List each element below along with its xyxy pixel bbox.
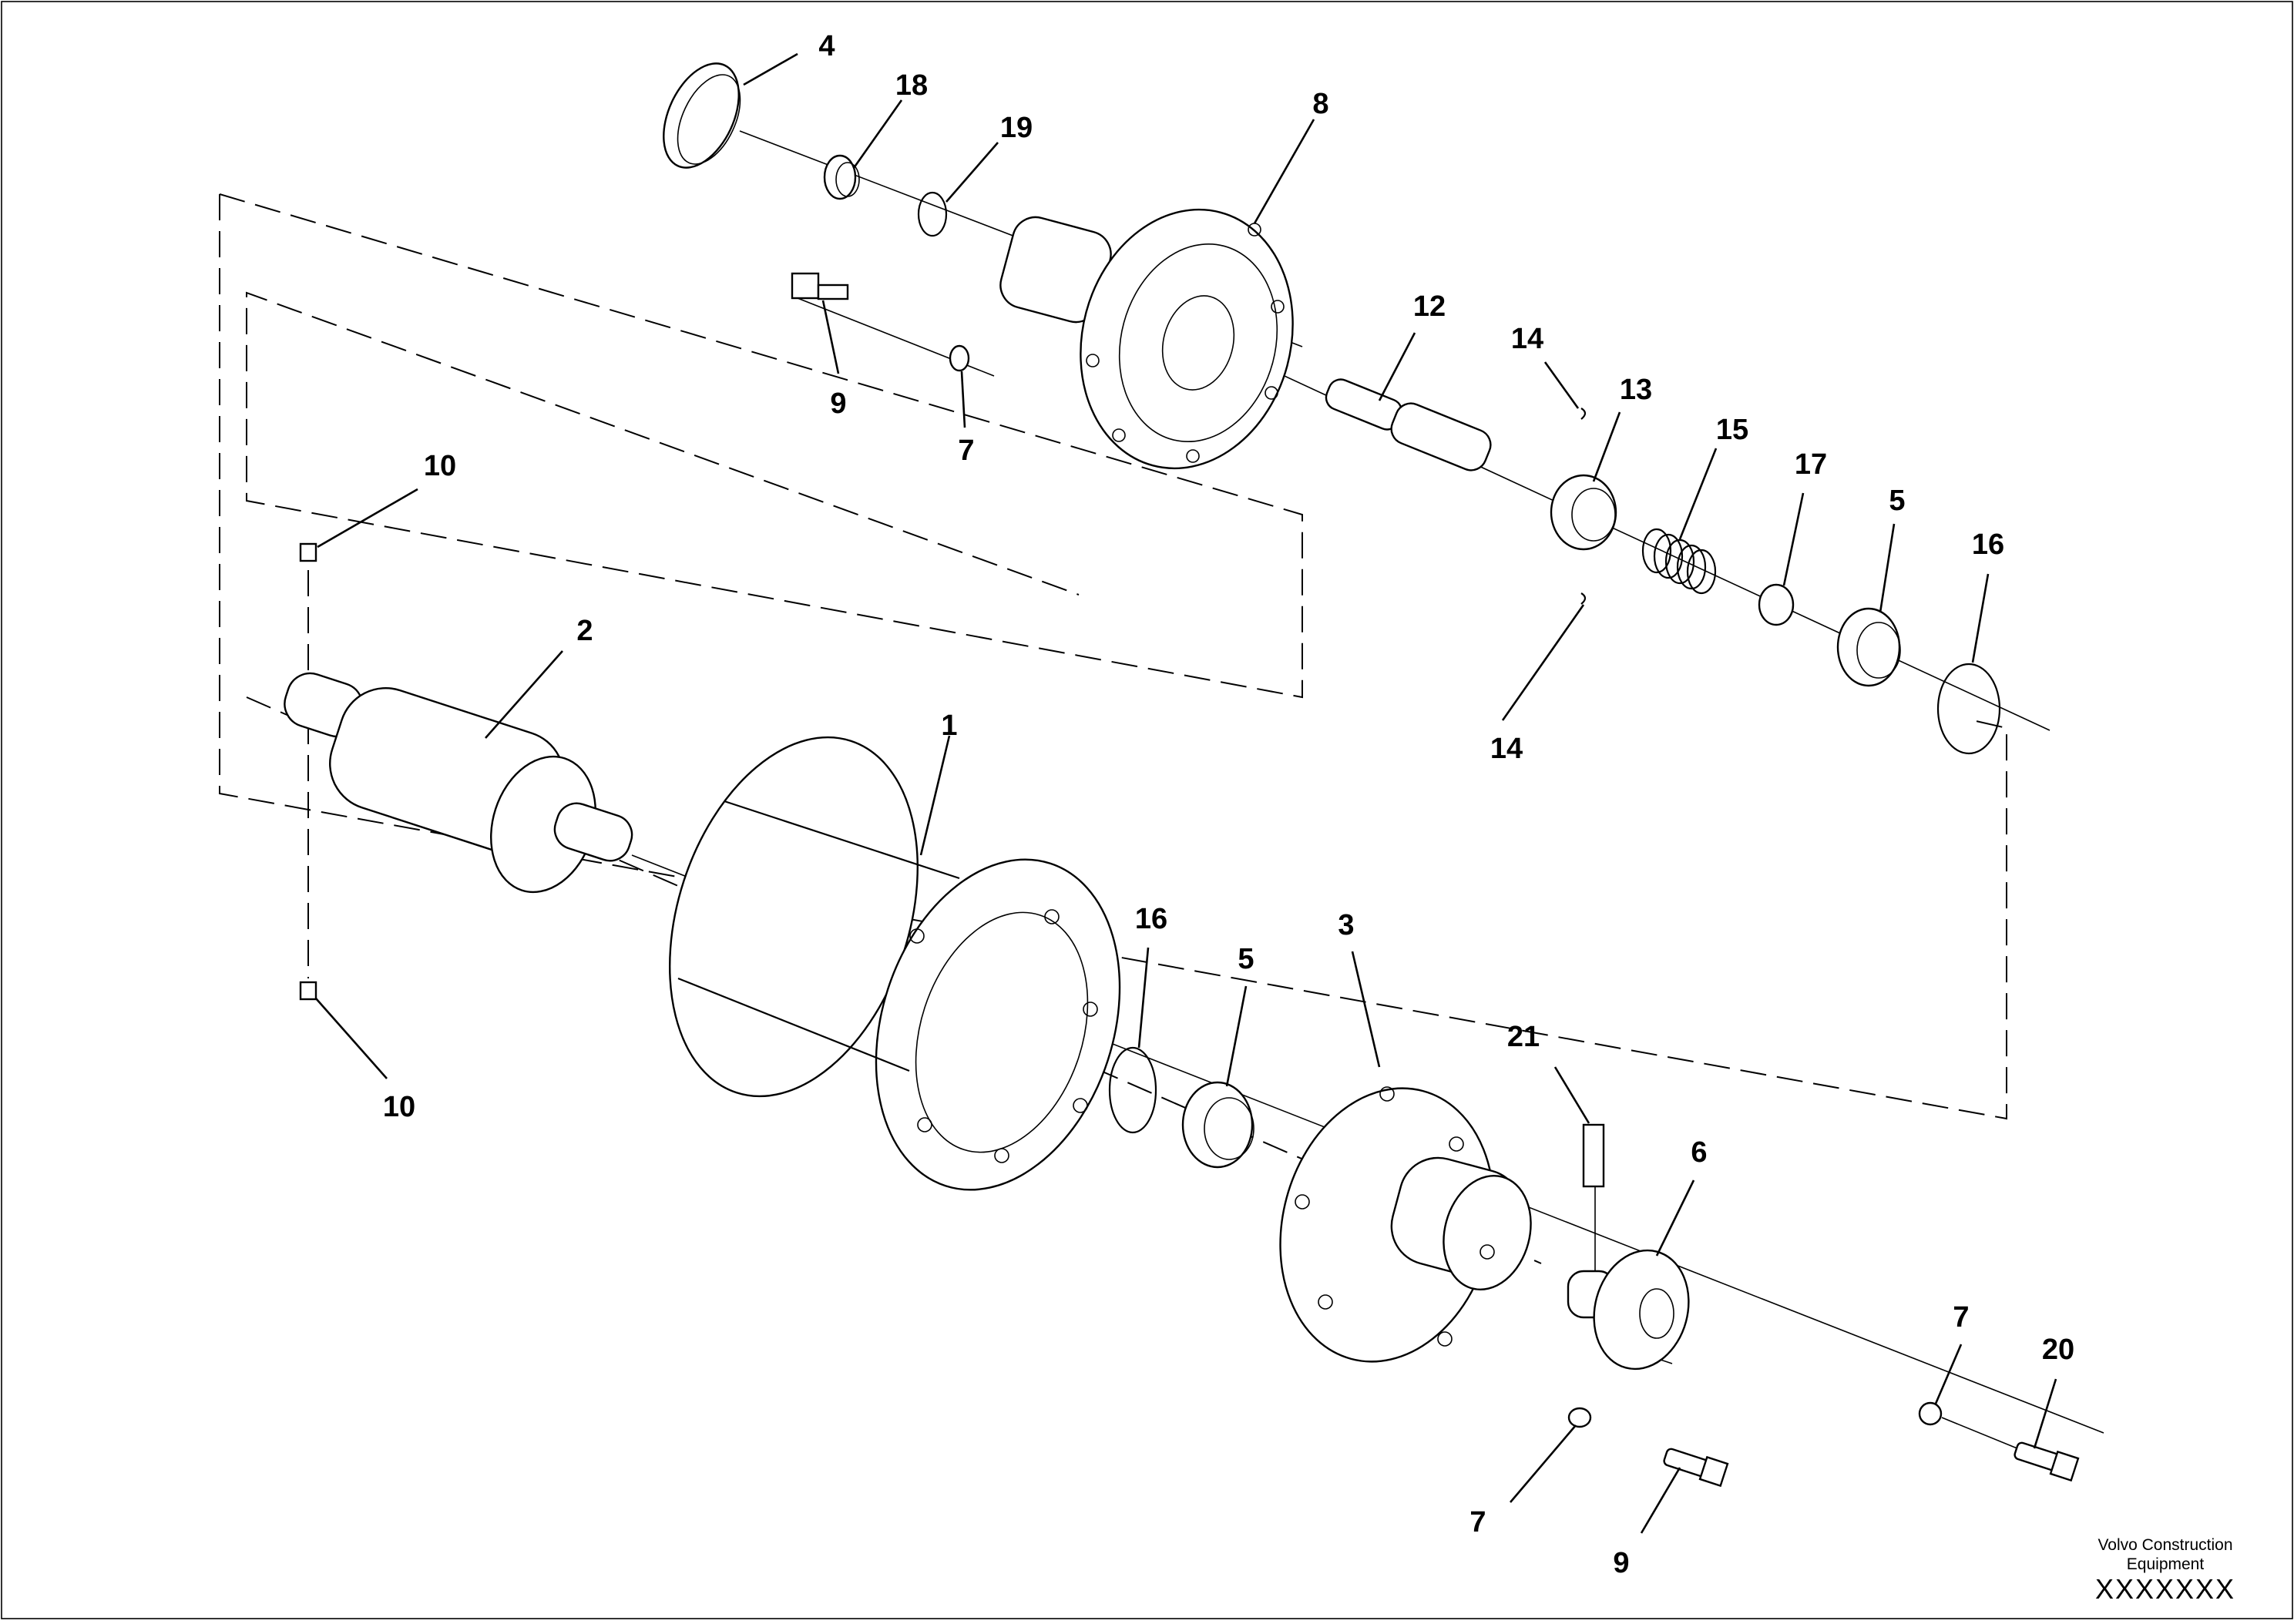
callout-6: 6 <box>1691 1136 1708 1169</box>
callout-10-upper: 10 <box>423 450 457 482</box>
part-21-pin <box>1582 1123 1605 1188</box>
callout-7-right: 7 <box>1953 1301 1970 1334</box>
part-9-bolt-upper <box>791 272 849 300</box>
callout-9-lower: 9 <box>1613 1547 1630 1579</box>
callout-19: 19 <box>999 112 1033 144</box>
callout-12: 12 <box>1412 290 1446 323</box>
part-4-cap <box>663 62 741 169</box>
part-16-circlip-upper <box>1936 663 2001 755</box>
callout-1: 1 <box>941 710 958 742</box>
callout-9-upper: 9 <box>830 388 847 420</box>
callout-8: 8 <box>1312 88 1329 120</box>
assembly-outline-inner <box>219 193 1303 699</box>
part-3-hub <box>1279 1086 1532 1363</box>
leader-lines <box>315 52 2057 1534</box>
callout-7-lower: 7 <box>1469 1506 1486 1538</box>
callout-14-lower: 14 <box>1490 733 1523 765</box>
part-10-pin-upper <box>299 542 317 562</box>
callout-16-upper: 16 <box>1971 528 2005 561</box>
callout-3: 3 <box>1338 909 1355 941</box>
part-9-bolt-lower <box>1663 1448 1729 1488</box>
part-18-bushing <box>823 154 860 200</box>
drawing-code: XXXXXXX <box>2094 1573 2236 1605</box>
part-17-washer <box>1758 583 1795 626</box>
part-8-housing <box>999 208 1294 470</box>
brand-name: Volvo Construction Equipment <box>2098 1536 2233 1574</box>
part-14-key-lower <box>1580 592 1587 605</box>
part-6-flange <box>1567 1249 1690 1371</box>
callout-18: 18 <box>895 69 929 102</box>
callout-2: 2 <box>576 615 593 647</box>
part-14-key-upper <box>1580 408 1587 420</box>
callout-7-upper: 7 <box>958 435 975 467</box>
callout-13: 13 <box>1619 374 1653 406</box>
callout-5-lower: 5 <box>1238 943 1254 975</box>
part-15-spring <box>1641 528 1717 595</box>
part-7-washer-lower-right <box>1918 1401 1943 1426</box>
assembly-outline-upper <box>219 194 2007 1120</box>
callout-4: 4 <box>818 30 835 62</box>
part-1-drum <box>669 736 1121 1191</box>
part-19-ring <box>917 191 948 237</box>
part-12-shaft <box>1325 378 1492 471</box>
part-5-bearing-upper <box>1836 607 1901 687</box>
callout-20: 20 <box>2041 1334 2075 1366</box>
axis-bolt-20 <box>1941 1417 2027 1453</box>
part-7-washer-upper <box>949 344 970 372</box>
callout-10-lower: 10 <box>382 1091 416 1123</box>
callout-17: 17 <box>1794 448 1828 481</box>
part-5-bearing-lower <box>1181 1081 1254 1169</box>
part-2-shaft <box>284 672 633 894</box>
callout-5-upper: 5 <box>1889 485 1906 517</box>
part-10-pin-lower <box>299 981 317 1001</box>
part-16-circlip-lower <box>1108 1046 1157 1134</box>
part-7-washer-lower-left <box>1567 1407 1592 1428</box>
callout-15: 15 <box>1715 414 1749 446</box>
callout-16-lower: 16 <box>1134 903 1168 935</box>
part-13-bearing <box>1550 474 1617 551</box>
callout-21: 21 <box>1506 1021 1540 1053</box>
part-20-bolt <box>2014 1441 2080 1482</box>
callout-14-upper: 14 <box>1510 323 1544 355</box>
